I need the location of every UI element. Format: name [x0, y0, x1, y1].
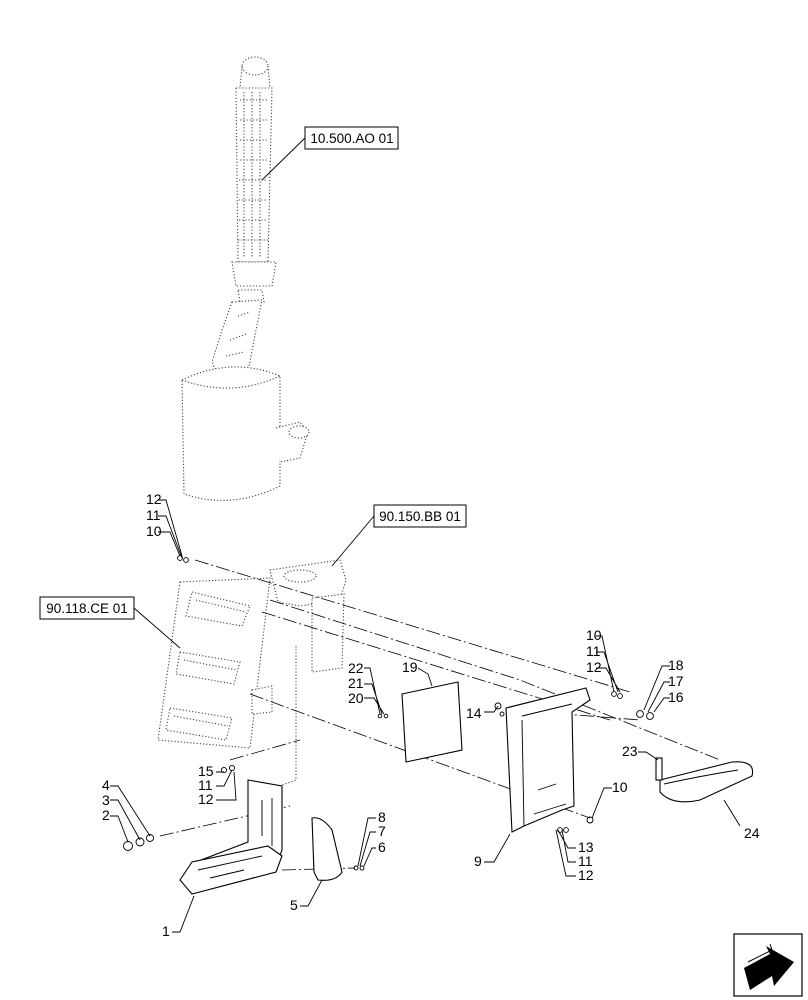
part-number: 5	[290, 897, 298, 913]
part-number: 12	[578, 867, 594, 883]
reference-box-90-150: 90.150.BB 01	[373, 504, 467, 528]
part-number: 12	[198, 791, 214, 807]
part-number: 23	[622, 743, 638, 759]
part-number: 20	[348, 690, 364, 706]
part-number: 10	[586, 627, 602, 643]
part-number: 3	[102, 792, 110, 808]
part-number: 17	[668, 673, 684, 689]
ladder-assembly	[157, 559, 347, 791]
plate-19	[401, 681, 463, 763]
guard-5	[311, 817, 343, 881]
part-number: 13	[578, 839, 594, 855]
reference-label: 90.150.BB 01	[379, 509, 461, 524]
bracket-9	[505, 687, 591, 833]
part-number: 16	[668, 689, 684, 705]
part-number: 24	[744, 825, 760, 841]
step-bracket-1	[179, 779, 283, 895]
part-number: 6	[378, 839, 386, 855]
part-number: 12	[586, 659, 602, 675]
exhaust-stack	[181, 56, 310, 501]
reference-box-10-500: 10.500.AO 01	[304, 126, 399, 150]
part-number: 10	[612, 779, 628, 795]
hardware	[123, 555, 654, 871]
part-number: 8	[378, 809, 386, 825]
part-number: 14	[466, 705, 482, 721]
arrow-right-icon	[744, 943, 794, 990]
reference-label: 10.500.AO 01	[310, 131, 393, 146]
leader-lines	[110, 499, 741, 933]
part-number-labels: 12 11 10 22 21 20 19 14 10 11 12 18 17 1…	[102, 491, 760, 939]
part-number: 11	[578, 853, 593, 869]
handrail-24	[655, 757, 754, 803]
part-number: 9	[474, 853, 482, 869]
part-number: 10	[146, 523, 162, 539]
part-number: 12	[146, 491, 162, 507]
part-number: 18	[668, 657, 684, 673]
part-number: 11	[586, 643, 601, 659]
part-number: 1	[162, 923, 170, 939]
reference-box-90-118: 90.118.CE 01	[39, 596, 135, 620]
part-number: 22	[348, 660, 364, 676]
part-number: 19	[402, 659, 418, 675]
next-page-button[interactable]	[733, 933, 803, 997]
part-number: 21	[348, 675, 364, 691]
part-number: 15	[198, 763, 214, 779]
part-number: 4	[102, 777, 110, 793]
part-number: 7	[378, 823, 386, 839]
part-number: 2	[102, 807, 110, 823]
part-number: 11	[198, 777, 213, 793]
reference-label: 90.118.CE 01	[46, 601, 128, 616]
part-number: 11	[146, 507, 161, 523]
